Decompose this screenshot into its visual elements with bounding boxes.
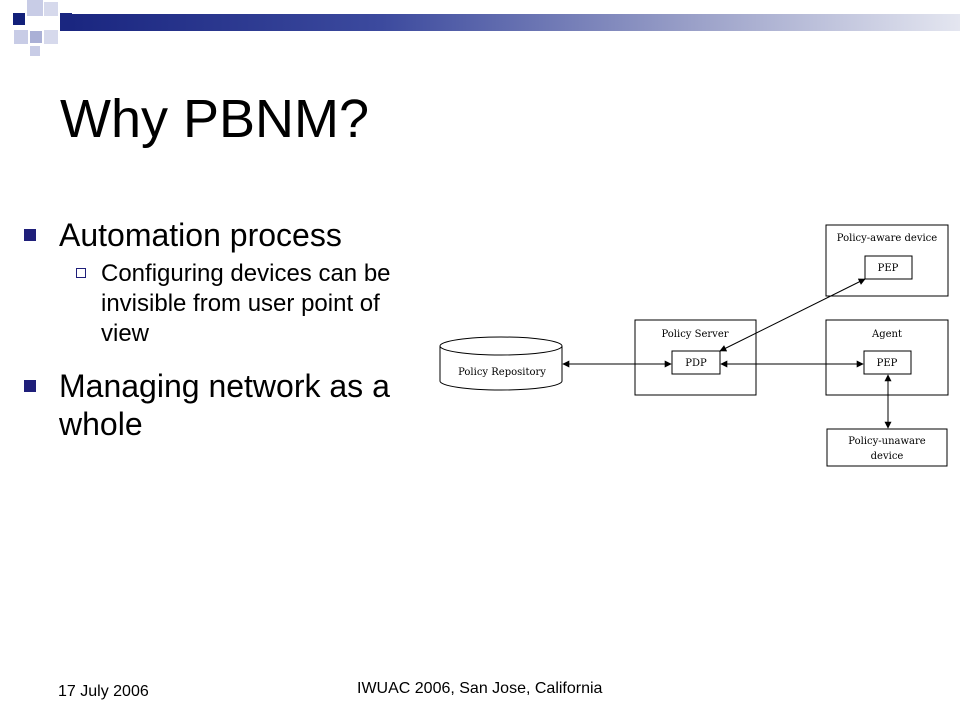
pbnm-architecture-diagram: Policy-aware device PEP Policy Server PD… [439,224,949,467]
corner-square-dark-1 [13,13,25,25]
policy-aware-device-label: Policy-aware device [837,233,937,244]
hollow-square-bullet-icon [76,268,86,278]
pdp-to-top-pep-arrow [719,278,866,352]
bullet-item: Managing network as a whole [24,367,424,443]
corner-square-light-4 [30,31,42,43]
policy-unaware-device-label-line2: device [871,451,904,462]
pdp-box [671,350,721,375]
sub-bullet-item: Configuring devices can be invisible fro… [76,259,424,349]
corner-square-light-1 [27,0,43,16]
policy-unaware-device-box [826,428,948,467]
pep-top-label: PEP [878,263,899,274]
pep-agent-label: PEP [877,358,898,369]
bullet-text: Automation process [59,217,342,253]
policy-unaware-device-label-line1: Policy-unaware [848,436,926,447]
square-bullet-icon [24,229,36,241]
bullet-list: Automation process Configuring devices c… [24,216,424,443]
corner-square-light-5 [44,30,58,44]
policy-repository-cylinder [439,336,563,391]
corner-square-light-2 [44,2,58,16]
footer-event: IWUAC 2006, San Jose, California [357,680,603,697]
footer-date: 17 July 2006 [58,683,149,700]
corner-square-light-3 [14,30,28,44]
header-gradient-band [70,14,960,31]
bullet-text: Managing network as a whole [59,368,390,442]
pep-top-box [864,255,913,280]
policy-repository-label: Policy Repository [458,367,546,378]
square-bullet-icon [24,380,36,392]
bullet-item: Automation process [24,216,424,254]
slide-title: Why PBNM? [60,89,370,149]
sub-bullet-text: Configuring devices can be invisible fro… [101,260,391,347]
policy-server-label: Policy Server [661,329,728,340]
corner-square-light-6 [30,46,40,56]
agent-label: Agent [871,329,902,340]
pep-agent-box [863,350,912,375]
corner-square-dark-2 [60,13,72,31]
pdp-label: PDP [685,358,707,369]
